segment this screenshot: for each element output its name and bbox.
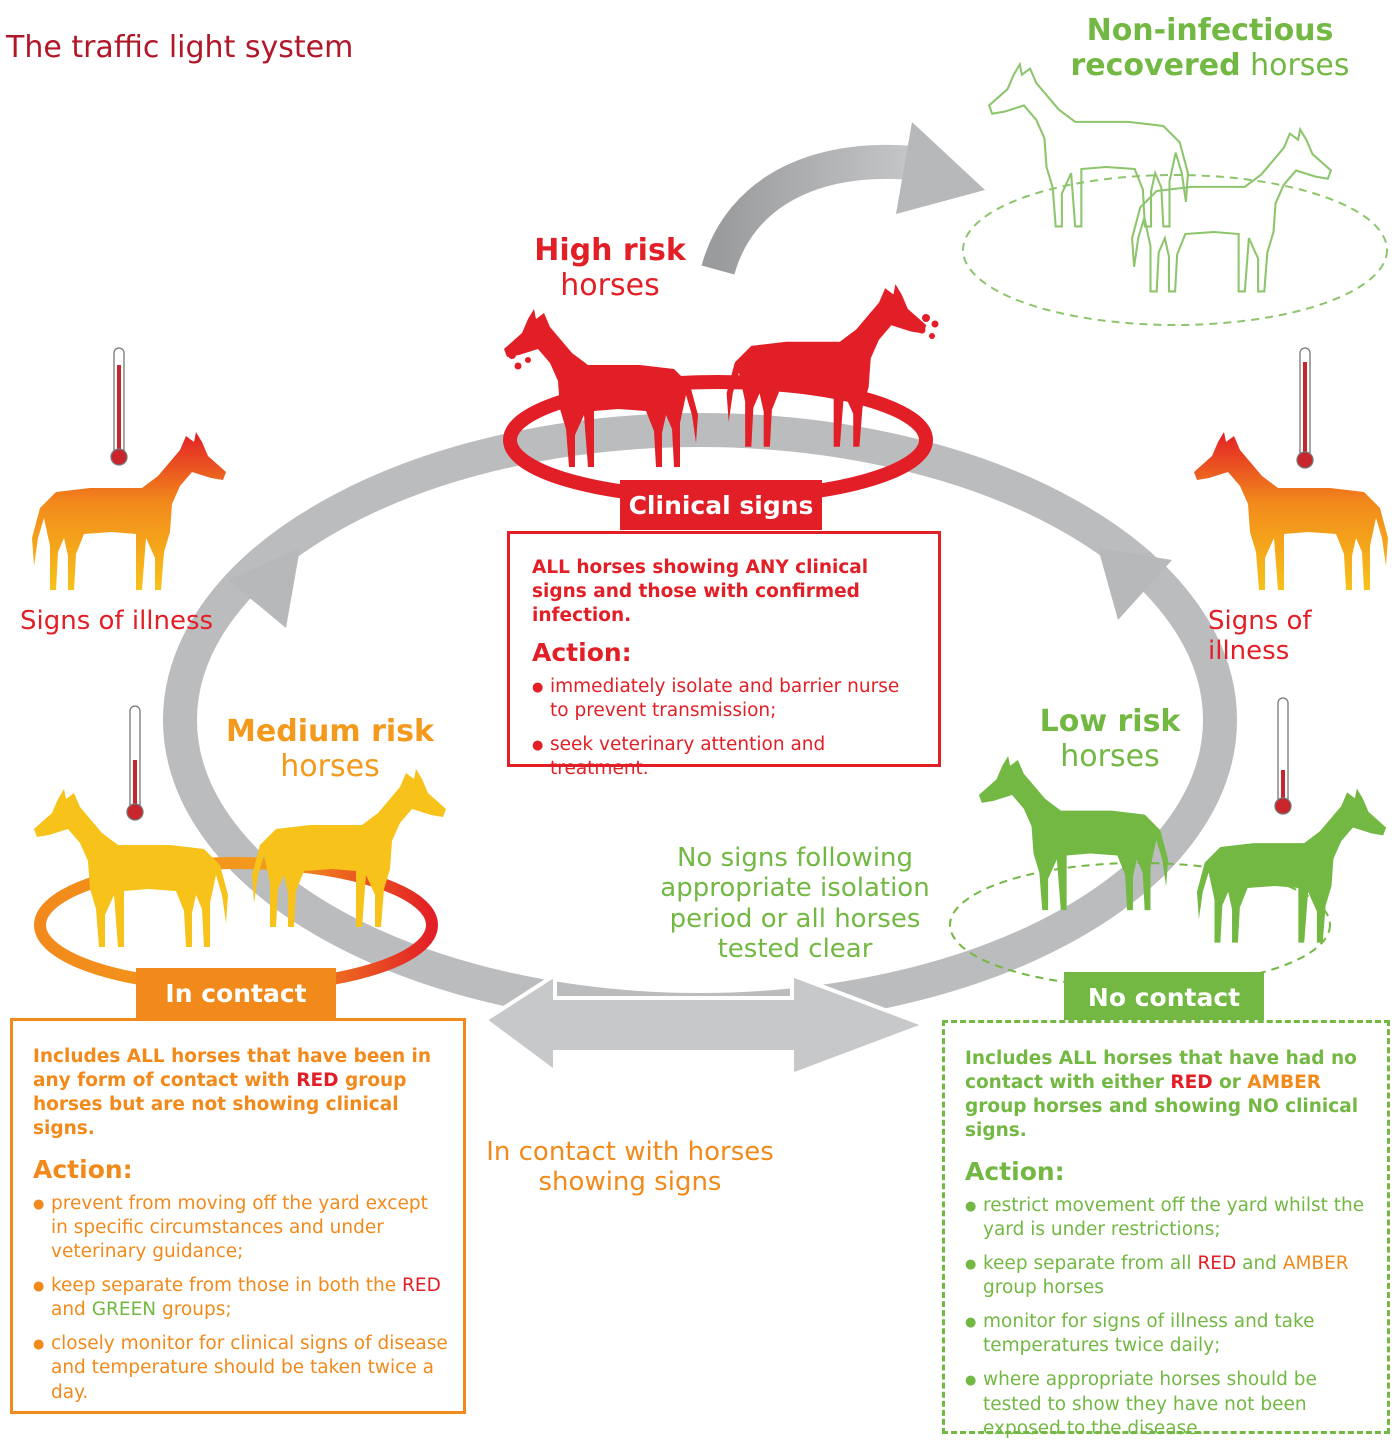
double-arrow	[481, 971, 931, 1078]
arrowhead-left	[228, 548, 300, 628]
high-risk-intro: ALL horses showing ANY clinical signs an…	[532, 557, 869, 627]
no-contact-tab: No contact	[1064, 972, 1264, 1022]
medium-risk-action-heading: Action:	[33, 1155, 133, 1185]
medium-risk-intro: Includes ALL horses that have been in an…	[33, 1046, 432, 1140]
low-risk-horse-2	[1196, 788, 1387, 943]
recovered-ring	[962, 174, 1388, 326]
list-item: closely monitor for clinical signs of di…	[33, 1332, 449, 1404]
clinical-signs-tab: Clinical signs	[620, 480, 822, 530]
arrow-to-recovered	[701, 122, 985, 276]
list-item: monitor for signs of illness and take te…	[965, 1310, 1377, 1358]
low-risk-title: Low risk horses	[1039, 704, 1181, 774]
thermometer-icon	[1296, 347, 1314, 469]
in-contact-tab: In contact	[136, 968, 336, 1018]
high-risk-action-heading: Action:	[532, 638, 632, 668]
list-item: prevent from moving off the yard except …	[33, 1192, 449, 1264]
list-item: where appropriate horses should be teste…	[965, 1368, 1377, 1440]
thermometer-icon	[1274, 697, 1292, 815]
medium-risk-action-list: prevent from moving off the yard except …	[33, 1192, 449, 1404]
low-risk-action-heading: Action:	[965, 1157, 1065, 1187]
signs-illness-right-label: Signs of illness	[1208, 606, 1312, 666]
page-title: The traffic light system	[6, 30, 354, 65]
list-item: immediately isolate and barrier nurse to…	[532, 675, 920, 723]
medium-risk-title: Medium risk horses	[226, 714, 434, 784]
low-risk-intro: Includes ALL horses that have had no con…	[965, 1048, 1359, 1142]
recovered-horse-1	[988, 63, 1189, 228]
list-item: keep separate from all RED and AMBER gro…	[965, 1252, 1377, 1300]
no-signs-label: No signs following appropriate isolation…	[660, 843, 930, 965]
thermometer-icon	[126, 705, 144, 821]
recovered-title: Non-infectious recovered horses	[1070, 13, 1350, 83]
high-risk-title: High risk horses	[534, 233, 686, 303]
thermometer-icon	[110, 347, 128, 466]
medium-risk-box: Includes ALL horses that have been in an…	[10, 1018, 466, 1414]
list-item: restrict movement off the yard whilst th…	[965, 1194, 1377, 1242]
in-contact-with-label: In contact with horses showing signs	[486, 1137, 774, 1198]
low-risk-box: Includes ALL horses that have had no con…	[942, 1020, 1390, 1439]
arrowhead-right	[1098, 548, 1172, 620]
sneeze-dots	[508, 314, 939, 370]
low-risk-action-list: restrict movement off the yard whilst th…	[965, 1194, 1377, 1440]
high-risk-action-list: immediately isolate and barrier nurse to…	[532, 675, 920, 781]
illness-horse-right	[1194, 432, 1388, 590]
list-item: keep separate from those in both the RED…	[33, 1274, 449, 1322]
illness-horse-left	[32, 432, 226, 590]
list-item: seek veterinary attention and treatment.	[532, 733, 920, 781]
high-risk-box: ALL horses showing ANY clinical signs an…	[507, 531, 941, 779]
signs-illness-left-label: Signs of illness	[20, 606, 214, 636]
